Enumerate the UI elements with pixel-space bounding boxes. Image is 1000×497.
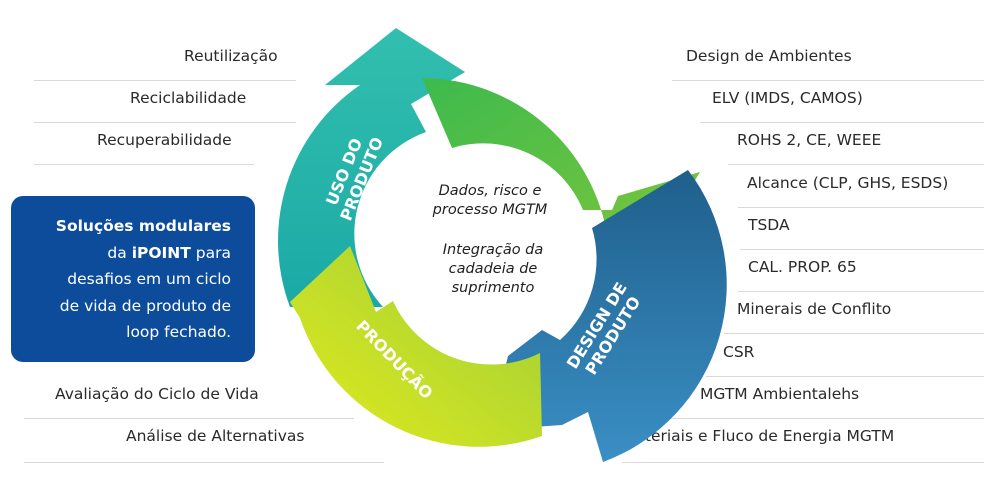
- info-line-5: loop fechado.: [126, 323, 231, 342]
- arrow-uso-do-produto: [278, 28, 465, 307]
- right-item-design-ambientes: Design de Ambientes: [686, 47, 852, 65]
- right-item-rohs: ROHS 2, CE, WEEE: [737, 131, 882, 149]
- divider: [728, 164, 984, 165]
- right-item-calprop: CAL. PROP. 65: [748, 258, 857, 276]
- left-item-analise: Análise de Alternativas: [126, 427, 305, 445]
- right-item-tsda: TSDA: [748, 216, 790, 234]
- divider: [706, 376, 984, 377]
- left-item-recuperabilidade: Recuperabilidade: [97, 131, 232, 149]
- left-item-reutilizacao: Reutilização: [184, 47, 278, 65]
- divider: [34, 164, 254, 165]
- info-line-3: desafios em um ciclo: [67, 270, 231, 289]
- arrow-design-de-produto: [490, 170, 727, 462]
- divider: [738, 291, 984, 292]
- right-item-minerais: Minerais de Conflito: [737, 300, 892, 318]
- right-item-materiais: Materiais e Fluco de Energia MGTM: [622, 427, 895, 445]
- center-text-1: Dados, risco e processo MGTM: [420, 182, 560, 220]
- center-line: Integração da: [442, 242, 544, 258]
- divider: [662, 418, 984, 419]
- divider: [34, 80, 296, 81]
- divider: [34, 122, 296, 123]
- info-strong-1: Soluções modulares: [55, 217, 231, 235]
- divider: [24, 418, 354, 419]
- center-line: processo MGTM: [432, 202, 548, 218]
- right-item-alcance: Alcance (CLP, GHS, ESDS): [747, 174, 949, 192]
- arrow-producao: [290, 246, 542, 447]
- right-item-elv: ELV (IMDS, CAMOS): [712, 89, 863, 107]
- divider: [700, 122, 984, 123]
- divider: [24, 462, 384, 463]
- divider: [622, 462, 984, 463]
- divider: [672, 80, 984, 81]
- divider: [724, 333, 984, 334]
- center-line: suprimento: [451, 280, 535, 296]
- left-item-avaliacao: Avaliação do Ciclo de Vida: [55, 385, 259, 403]
- info-box: Soluções modulares da iPOINT para desafi…: [11, 196, 255, 362]
- divider: [738, 207, 984, 208]
- info-pre: da: [107, 243, 132, 262]
- right-item-csr: CSR: [723, 343, 755, 361]
- info-brand: iPOINT: [131, 243, 191, 262]
- center-line: Dados, risco e: [438, 183, 542, 199]
- center-text-2: Integração da cadadeia de suprimento: [420, 241, 566, 298]
- right-item-mgtm-ambientalehs: MGTM Ambientalehs: [700, 385, 860, 403]
- center-line: cadadeia de: [448, 261, 538, 277]
- left-item-reciclabilidade: Reciclabilidade: [130, 89, 247, 107]
- info-line-4: de vida de produto de: [59, 296, 231, 315]
- divider: [740, 249, 984, 250]
- info-post: para: [190, 243, 231, 262]
